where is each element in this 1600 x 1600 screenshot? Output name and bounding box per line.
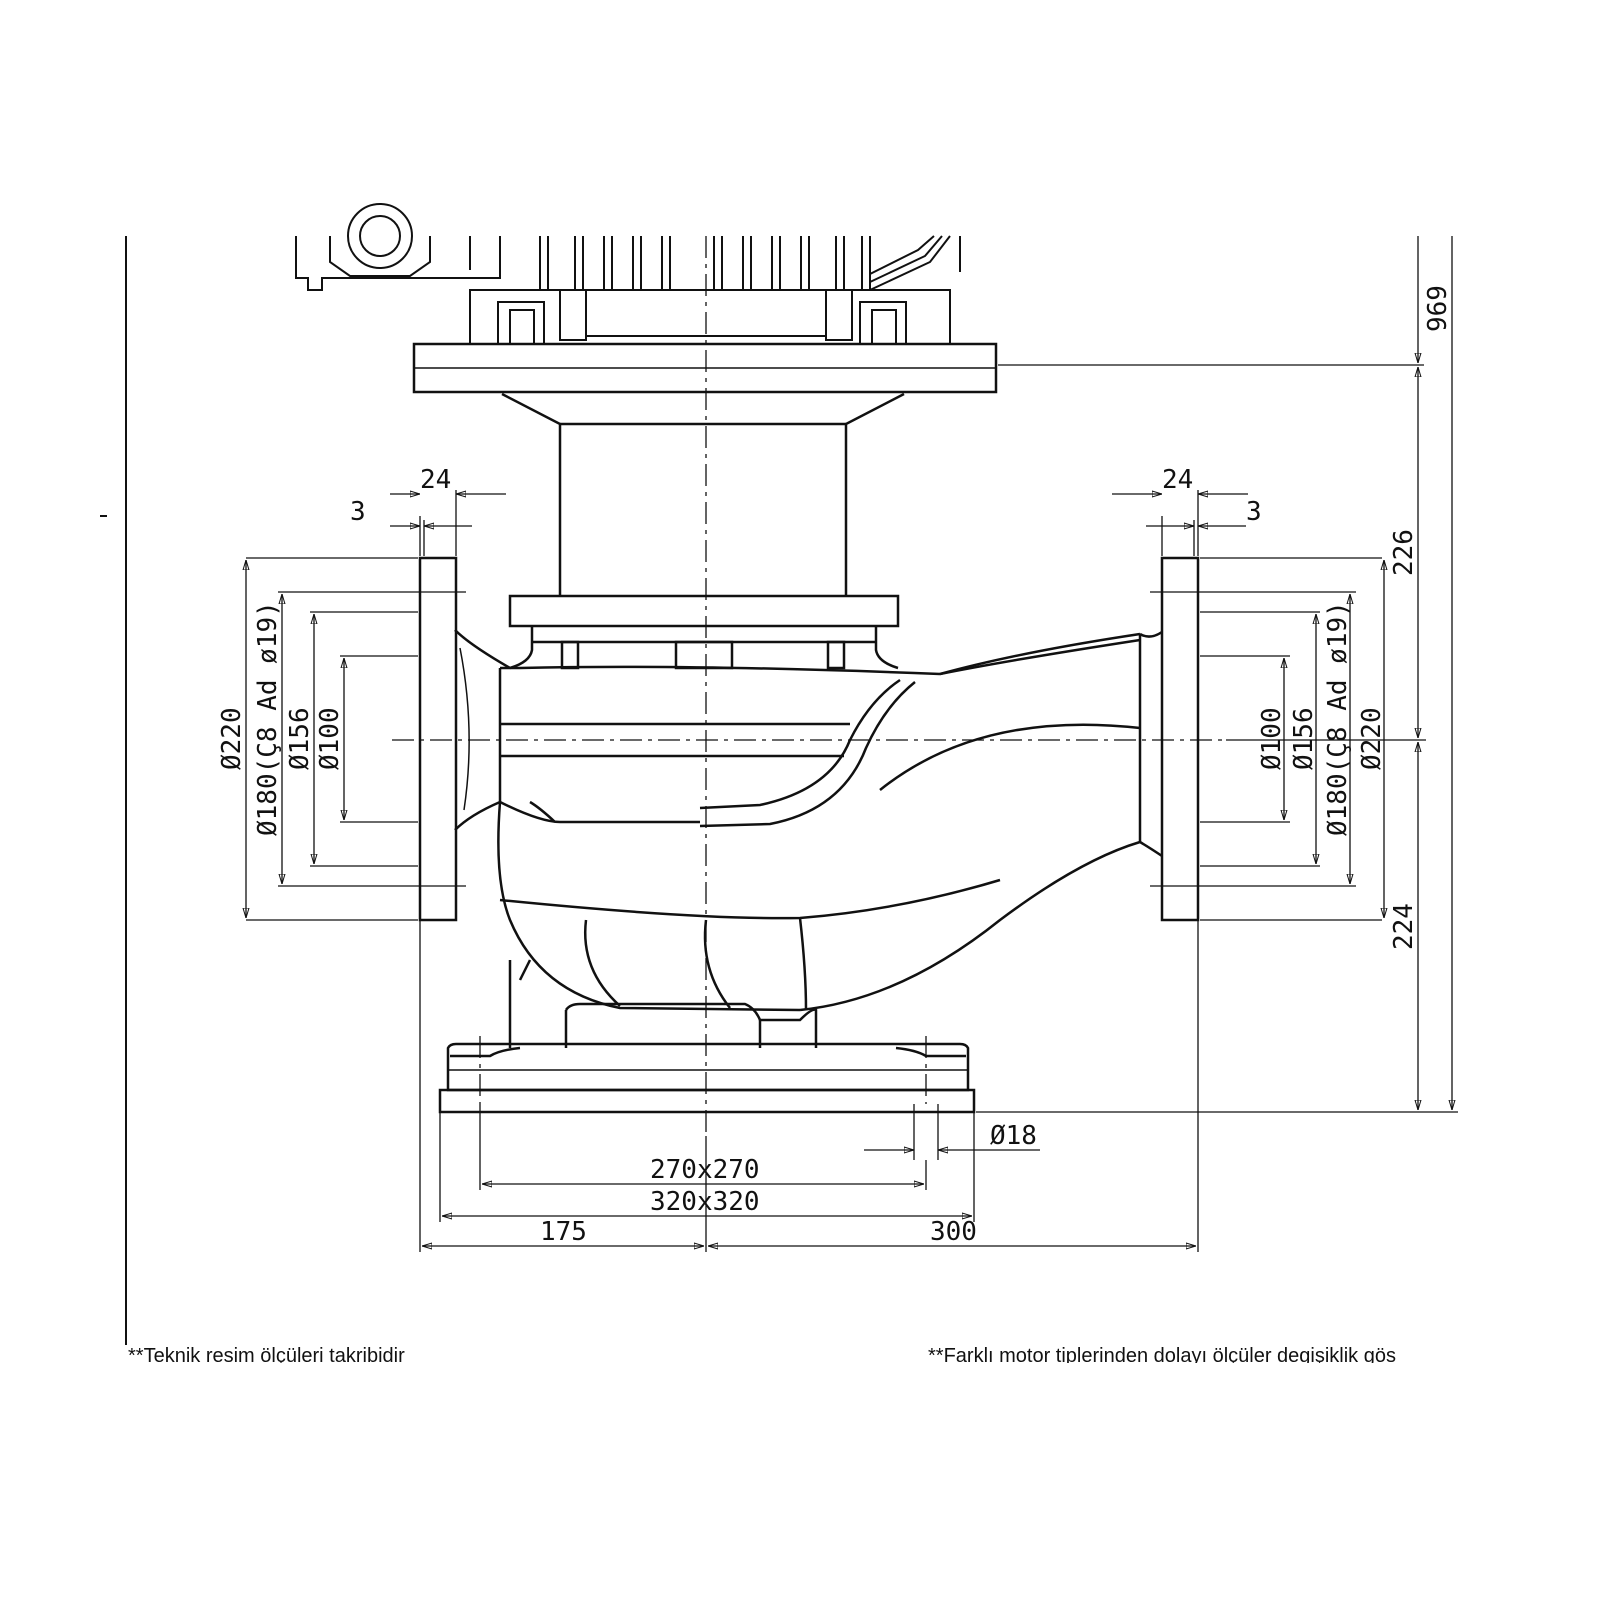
dim-left-d180: Ø180(Ç8 Ad ø19)	[253, 601, 283, 836]
dim-right-offset: 300	[930, 1217, 977, 1247]
dim-upper-height: 226	[1389, 529, 1419, 576]
dim-flange-thickness-left: 24	[420, 465, 451, 495]
dim-left-offset: 175	[540, 1217, 587, 1247]
dimension-lines	[246, 236, 1458, 1252]
base-plate	[438, 1042, 976, 1114]
center-lines	[392, 236, 1224, 1136]
dim-base-hole: Ø18	[990, 1121, 1037, 1151]
motor-flange	[412, 342, 998, 394]
dim-total-height: 969	[1423, 285, 1453, 332]
dim-right-d180: Ø180(Ç8 Ad ø19)	[1323, 601, 1353, 836]
dim-right-d100: Ø100	[1257, 707, 1287, 770]
pump-cover	[508, 594, 900, 670]
dim-gasket-right: 3	[1246, 497, 1262, 527]
dimension-labels: 24 3 24 3 Ø220 Ø180(Ç8 Ad ø19) Ø156 Ø100…	[217, 285, 1453, 1247]
motor-type-variation-note: **Farklı motor tiplerinden dolayı ölçüle…	[928, 1345, 1396, 1363]
inlet-flange	[418, 556, 458, 922]
dim-flange-thickness-right: 24	[1162, 465, 1193, 495]
dim-right-d156: Ø156	[1289, 707, 1319, 770]
dim-left-d220: Ø220	[217, 707, 247, 770]
dim-left-d100: Ø100	[315, 707, 345, 770]
dim-right-d220: Ø220	[1357, 707, 1387, 770]
cooling-fins	[539, 236, 871, 290]
pump-casing	[454, 629, 1163, 1048]
dim-left-d156: Ø156	[285, 707, 315, 770]
outlet-flange	[1160, 556, 1200, 922]
dim-lower-height: 224	[1389, 903, 1419, 950]
dim-base-inner: 270x270	[650, 1155, 760, 1185]
lantern	[501, 392, 905, 596]
frame-lines	[100, 236, 127, 1345]
motor-top	[295, 203, 961, 345]
approximate-dimensions-note: **Teknik resim ölçüleri takribidir	[128, 1345, 405, 1363]
dim-base-outer: 320x320	[650, 1187, 760, 1217]
dim-gasket-left: 3	[350, 497, 366, 527]
